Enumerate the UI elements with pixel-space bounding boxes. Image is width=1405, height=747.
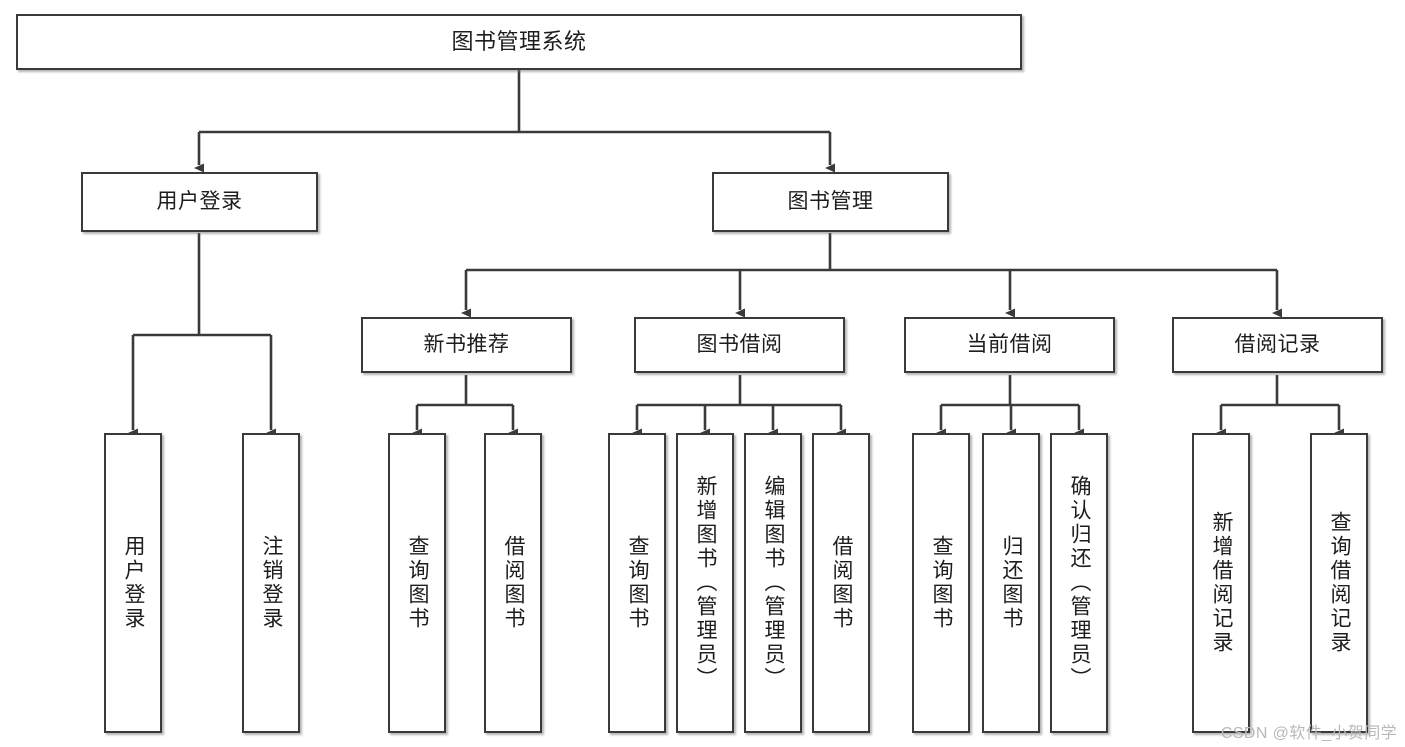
node-root[interactable]: 图书管理系统: [16, 14, 1022, 70]
leaf-label: 确认归还（管理员）: [1068, 475, 1092, 691]
leaf-label: 编辑图书（管理员）: [762, 475, 786, 691]
leaf-new-book-query-book[interactable]: 查询图书: [388, 433, 446, 733]
leaf-label: 注销登录: [260, 535, 284, 631]
node-new-book-recommend-label: 新书推荐: [423, 333, 510, 357]
leaf-label: 用户登录: [122, 535, 146, 631]
leaf-label: 借阅图书: [502, 535, 526, 631]
node-user-login-label: 用户登录: [156, 190, 243, 214]
node-current-borrow[interactable]: 当前借阅: [904, 317, 1115, 373]
leaf-user-login-user-login[interactable]: 用户登录: [104, 433, 162, 733]
leaf-book-borrow-add-book[interactable]: 新增图书（管理员）: [676, 433, 734, 733]
leaf-book-borrow-query-book[interactable]: 查询图书: [608, 433, 666, 733]
node-borrow-record-label: 借阅记录: [1234, 333, 1321, 357]
leaf-label: 查询图书: [930, 535, 954, 631]
leaf-label: 归还图书: [1000, 535, 1024, 631]
leaf-current-borrow-return-book[interactable]: 归还图书: [982, 433, 1040, 733]
leaf-user-login-logout[interactable]: 注销登录: [242, 433, 300, 733]
leaf-book-borrow-borrow-book[interactable]: 借阅图书: [812, 433, 870, 733]
leaf-label: 新增借阅记录: [1210, 511, 1234, 655]
node-root-label: 图书管理系统: [451, 28, 587, 54]
leaf-current-borrow-confirm-return[interactable]: 确认归还（管理员）: [1050, 433, 1108, 733]
node-book-borrow[interactable]: 图书借阅: [634, 317, 845, 373]
node-new-book-recommend[interactable]: 新书推荐: [361, 317, 572, 373]
leaf-label: 新增图书（管理员）: [694, 475, 718, 691]
node-book-manage[interactable]: 图书管理: [712, 172, 949, 232]
node-user-login[interactable]: 用户登录: [81, 172, 318, 232]
watermark: CSDN @软件_小贺同学: [1220, 725, 1397, 742]
leaf-book-borrow-edit-book[interactable]: 编辑图书（管理员）: [744, 433, 802, 733]
node-borrow-record[interactable]: 借阅记录: [1172, 317, 1383, 373]
leaf-label: 借阅图书: [830, 535, 854, 631]
leaf-new-book-borrow-book[interactable]: 借阅图书: [484, 433, 542, 733]
node-book-borrow-label: 图书借阅: [696, 333, 783, 357]
leaf-label: 查询图书: [626, 535, 650, 631]
leaf-label: 查询借阅记录: [1328, 511, 1352, 655]
leaf-borrow-record-add-record[interactable]: 新增借阅记录: [1192, 433, 1250, 733]
leaf-current-borrow-query-book[interactable]: 查询图书: [912, 433, 970, 733]
node-current-borrow-label: 当前借阅: [966, 333, 1053, 357]
leaf-borrow-record-query-record[interactable]: 查询借阅记录: [1310, 433, 1368, 733]
node-book-manage-label: 图书管理: [787, 190, 874, 214]
leaf-label: 查询图书: [406, 535, 430, 631]
